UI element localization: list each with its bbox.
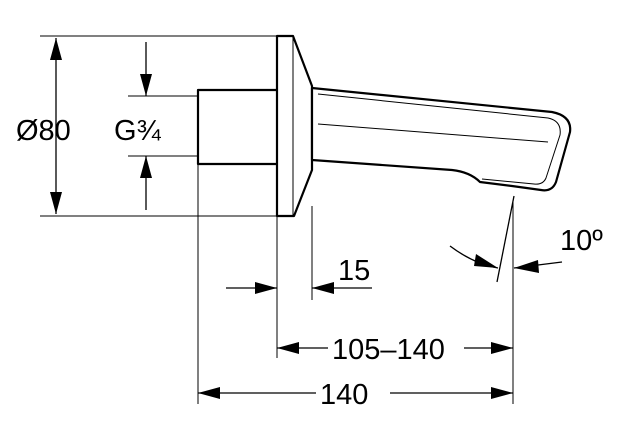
angle-dimension: [449, 195, 563, 283]
wall-flange: [275, 34, 314, 218]
total-length-label: 140: [320, 379, 368, 411]
angle-label: 10º: [560, 225, 603, 257]
flange-offset-dimension: [226, 282, 372, 294]
threaded-connector: [196, 88, 282, 166]
diameter-label: Ø80: [16, 115, 71, 147]
thread-dimension: [140, 42, 152, 210]
spout-length-dimension: [277, 342, 513, 354]
spout-length-label: 105–140: [332, 334, 445, 366]
thread-label: G¾: [114, 115, 162, 147]
extension-lines: [40, 35, 514, 404]
flange-offset-label: 15: [338, 255, 370, 287]
diameter-dimension: [50, 38, 62, 214]
spout-arm-contour: [317, 93, 561, 185]
total-length-dimension: [198, 387, 513, 399]
spout-body: [196, 34, 572, 218]
spout-arm: [310, 86, 572, 192]
